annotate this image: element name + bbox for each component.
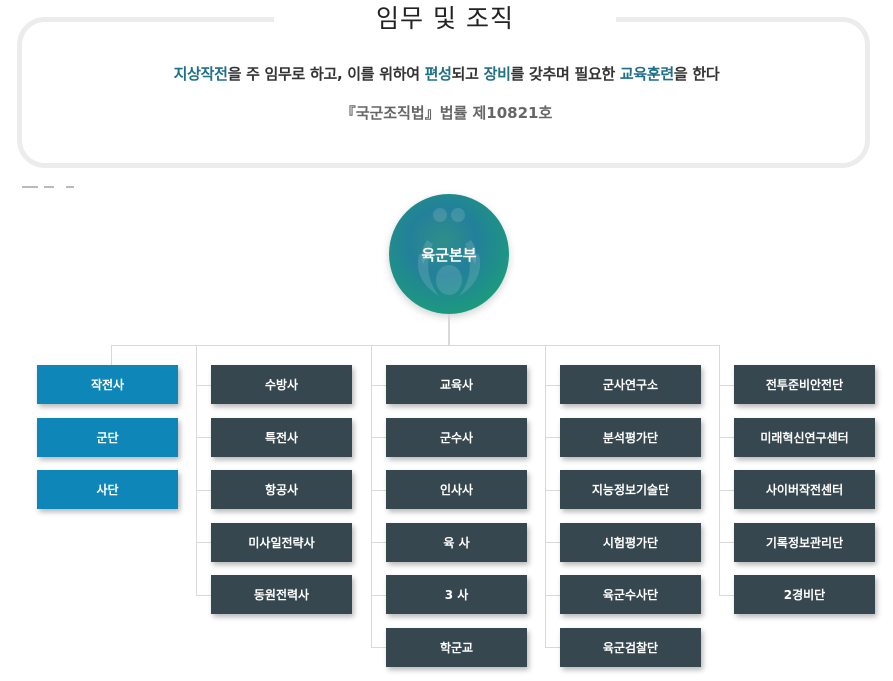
- connector-branch: [196, 595, 211, 596]
- org-unit-box[interactable]: 사단: [37, 470, 178, 509]
- mission-title: 임무 및 조직: [274, 2, 616, 36]
- org-unit-box[interactable]: 군사연구소: [560, 365, 701, 404]
- connector-vertical: [719, 345, 720, 595]
- connector-branch: [196, 490, 211, 491]
- mission-keyword: 지상작전: [173, 65, 228, 83]
- mission-keyword: 장비: [483, 65, 511, 83]
- connector-branch: [545, 542, 560, 543]
- org-unit-box[interactable]: 시험평가단: [560, 523, 701, 562]
- connector-vertical: [196, 345, 197, 595]
- army-emblem-icon: [417, 208, 481, 296]
- mission-box: [17, 17, 870, 168]
- mission-text-part: 를 갖추며 필요한: [510, 65, 620, 83]
- connector-branch: [371, 385, 386, 386]
- org-unit-box[interactable]: 3 사: [386, 575, 527, 614]
- connector-branch: [371, 595, 386, 596]
- org-unit-box[interactable]: 사이버작전센터: [734, 470, 875, 509]
- org-unit-box[interactable]: 전투준비안전단: [734, 365, 875, 404]
- connector-vertical: [371, 345, 372, 647]
- connector-bus: [111, 345, 719, 346]
- connector-branch: [719, 595, 734, 596]
- connector-vertical: [545, 345, 546, 647]
- mission-keyword: 교육훈련: [619, 65, 674, 83]
- mission-statement: 지상작전을 주 임무로 하고, 이를 위하여 편성되고 장비를 갖추며 필요한 …: [0, 63, 893, 84]
- connector-branch: [719, 542, 734, 543]
- org-unit-box[interactable]: 육군검찰단: [560, 628, 701, 667]
- mission-text-part: 을 한다: [673, 65, 720, 83]
- org-unit-box[interactable]: 학군교: [386, 628, 527, 667]
- org-unit-box[interactable]: 특전사: [211, 418, 352, 457]
- org-unit-box[interactable]: 군단: [37, 418, 178, 457]
- org-unit-box[interactable]: 동원전력사: [211, 575, 352, 614]
- connector-branch: [371, 490, 386, 491]
- org-unit-box[interactable]: 분석평가단: [560, 418, 701, 457]
- mission-text-part: 을 주 임무로 하고, 이를 위하여: [227, 65, 425, 83]
- connector-branch: [545, 490, 560, 491]
- connector-branch: [545, 437, 560, 438]
- connector-branch: [371, 437, 386, 438]
- connector-drop: [111, 345, 112, 365]
- org-unit-box[interactable]: 지능정보기술단: [560, 470, 701, 509]
- connector-branch: [196, 385, 211, 386]
- connector-trunk: [448, 314, 450, 346]
- section-mark: [22, 186, 74, 189]
- connector-branch: [371, 542, 386, 543]
- org-unit-box[interactable]: 기록정보관리단: [734, 523, 875, 562]
- mission-text-part: 되고: [451, 65, 484, 83]
- law-reference: 『국군조직법』법률 제10821호: [340, 104, 553, 122]
- org-unit-box[interactable]: 미사일전략사: [211, 523, 352, 562]
- org-unit-box[interactable]: 작전사: [37, 365, 178, 404]
- connector-branch: [196, 542, 211, 543]
- connector-branch: [545, 385, 560, 386]
- org-unit-box[interactable]: 수방사: [211, 365, 352, 404]
- org-unit-box[interactable]: 인사사: [386, 470, 527, 509]
- org-unit-box[interactable]: 군수사: [386, 418, 527, 457]
- connector-branch: [196, 437, 211, 438]
- connector-branch: [719, 490, 734, 491]
- hq-node: 육군본부: [389, 194, 509, 314]
- connector-branch: [545, 595, 560, 596]
- org-unit-box[interactable]: 2경비단: [734, 575, 875, 614]
- connector-branch: [371, 647, 386, 648]
- org-unit-box[interactable]: 교육사: [386, 365, 527, 404]
- connector-branch: [545, 647, 560, 648]
- hq-label: 육군본부: [421, 246, 477, 264]
- mission-keyword: 편성: [424, 65, 452, 83]
- org-unit-box[interactable]: 육 사: [386, 523, 527, 562]
- connector-branch: [719, 385, 734, 386]
- org-unit-box[interactable]: 미래혁신연구센터: [734, 418, 875, 457]
- org-unit-box[interactable]: 육군수사단: [560, 575, 701, 614]
- org-unit-box[interactable]: 항공사: [211, 470, 352, 509]
- connector-branch: [719, 437, 734, 438]
